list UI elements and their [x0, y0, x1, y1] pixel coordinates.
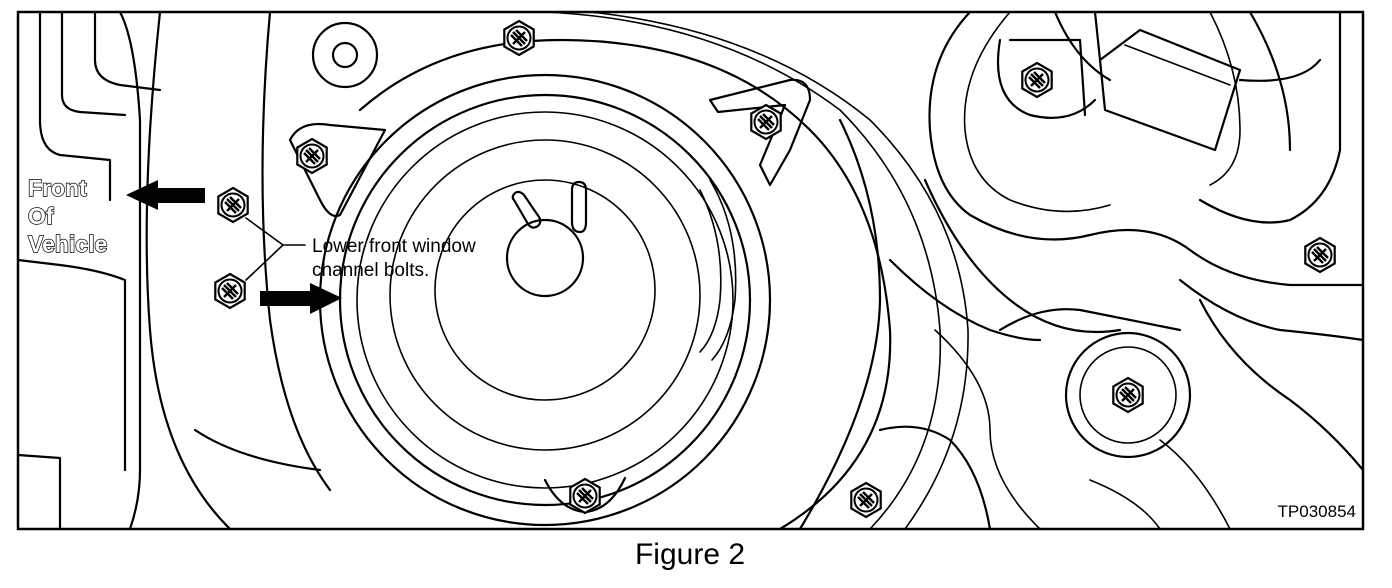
bracket-left-bolt-icon [296, 137, 328, 175]
panel-linework [16, 10, 1365, 531]
window-channel-bolt-upper-icon [217, 186, 249, 224]
speaker-top-bolt-icon [503, 19, 535, 57]
top-right-bolt-icon [1021, 61, 1053, 99]
front-of-vehicle-label-line3: Vehicle [28, 231, 107, 257]
speaker-bottom-bolt-icon [569, 477, 601, 515]
callout-label-line1: Lower front window [312, 236, 476, 257]
lower-mid-bolt-icon [850, 481, 882, 519]
window-channel-direction-arrow-icon [260, 283, 342, 314]
front-direction-arrow-icon [126, 180, 205, 210]
bracket-right-bolt-icon [750, 103, 782, 141]
window-channel-bolt-lower-icon [214, 272, 246, 310]
boss-bolt-icon [1112, 376, 1144, 414]
callout-label-line2: channel bolts. [312, 260, 429, 281]
figure-caption: Figure 2 [635, 538, 745, 571]
image-id-label: TP030854 [1278, 502, 1356, 521]
front-of-vehicle-label-line2: Of [28, 203, 54, 229]
figure-frame [16, 10, 1365, 531]
right-edge-bolt-icon [1304, 236, 1336, 274]
callout-leader-lines [245, 217, 306, 281]
front-of-vehicle-label-line1: Front [28, 175, 87, 201]
